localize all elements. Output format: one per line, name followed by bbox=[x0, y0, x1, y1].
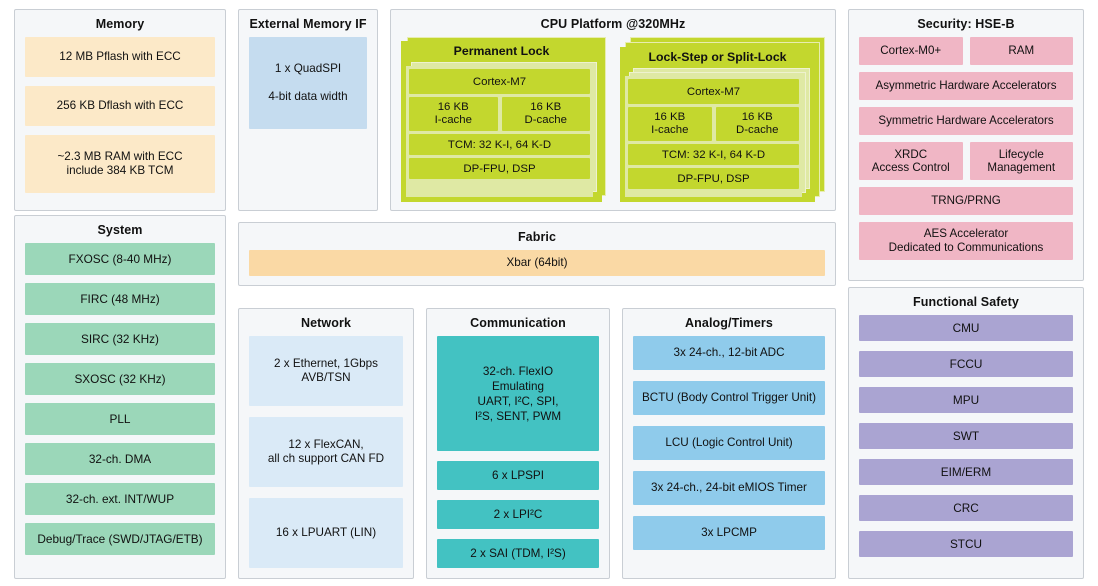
analog-block-list: 3x 24-ch., 12-bit ADC BCTU (Body Control… bbox=[633, 336, 825, 570]
security-block-asymmetric-accelerators[interactable]: Asymmetric Hardware Accelerators bbox=[859, 72, 1073, 100]
panel-title-security: Security: HSE-B bbox=[917, 17, 1015, 31]
safety-block-eim-erm[interactable]: EIM/ERM bbox=[859, 459, 1073, 485]
security-block-xrdc-access-control[interactable]: XRDC Access Control bbox=[859, 142, 963, 180]
extmem-block-quadspi[interactable]: 1 x QuadSPI 4-bit data width bbox=[249, 37, 367, 129]
communication-block-lpspi[interactable]: 6 x LPSPI bbox=[437, 461, 599, 490]
extmem-line-quadspi: 1 x QuadSPI bbox=[274, 62, 342, 75]
memory-block-pflash[interactable]: 12 MB Pflash with ECC bbox=[25, 37, 215, 77]
communication-block-flexio[interactable]: 32-ch. FlexIO Emulating UART, I²C, SPI, … bbox=[437, 336, 599, 451]
communication-block-list: 32-ch. FlexIO Emulating UART, I²C, SPI, … bbox=[437, 336, 599, 570]
core-inner-lock-step: Cortex-M7 16 KB I-cache 16 KB D-cache TC… bbox=[625, 76, 802, 197]
memory-block-list: 12 MB Pflash with ECC 256 KB Dflash with… bbox=[25, 37, 215, 202]
core-block-icache[interactable]: 16 KB I-cache bbox=[628, 107, 712, 141]
system-block-fxosc[interactable]: FXOSC (8-40 MHz) bbox=[25, 243, 215, 275]
network-block-list: 2 x Ethernet, 1Gbps AVB/TSN 12 x FlexCAN… bbox=[249, 336, 403, 570]
memory-block-dflash[interactable]: 256 KB Dflash with ECC bbox=[25, 86, 215, 126]
cpu-cluster-lock-step-split-lock[interactable]: Lock-Step or Split-Lock Cortex-M7 16 KB … bbox=[620, 37, 825, 202]
extmem-line-datawidth: 4-bit data width bbox=[268, 90, 348, 103]
analog-block-adc[interactable]: 3x 24-ch., 12-bit ADC bbox=[633, 336, 825, 370]
security-block-lifecycle-management[interactable]: Lifecycle Management bbox=[969, 142, 1073, 180]
fabric-block-xbar[interactable]: Xbar (64bit) bbox=[249, 250, 825, 276]
core-cache-row: 16 KB I-cache 16 KB D-cache bbox=[628, 107, 799, 141]
panel-title-external-memory-if: External Memory IF bbox=[249, 17, 367, 31]
security-block-trng-prng[interactable]: TRNG/PRNG bbox=[859, 187, 1073, 215]
safety-block-swt[interactable]: SWT bbox=[859, 423, 1073, 449]
safety-block-fccu[interactable]: FCCU bbox=[859, 351, 1073, 377]
communication-block-lpi2c[interactable]: 2 x LPI²C bbox=[437, 500, 599, 529]
analog-block-lpcmp[interactable]: 3x LPCMP bbox=[633, 516, 825, 550]
safety-block-crc[interactable]: CRC bbox=[859, 495, 1073, 521]
system-block-ext-int-wup[interactable]: 32-ch. ext. INT/WUP bbox=[25, 483, 215, 515]
core-cache-row: 16 KB I-cache 16 KB D-cache bbox=[409, 97, 590, 131]
safety-block-stcu[interactable]: STCU bbox=[859, 531, 1073, 557]
core-inner-permanent-lock: Cortex-M7 16 KB I-cache 16 KB D-cache TC… bbox=[406, 66, 593, 197]
memory-block-ram[interactable]: ~2.3 MB RAM with ECC include 384 KB TCM bbox=[25, 135, 215, 193]
panel-analog-timers: Analog/Timers 3x 24-ch., 12-bit ADC BCTU… bbox=[622, 308, 836, 579]
panel-system: System FXOSC (8-40 MHz) FIRC (48 MHz) SI… bbox=[14, 215, 226, 579]
security-block-symmetric-accelerators[interactable]: Symmetric Hardware Accelerators bbox=[859, 107, 1073, 135]
panel-functional-safety: Functional Safety CMU FCCU MPU SWT EIM/E… bbox=[848, 287, 1084, 579]
cluster-body: Permanent Lock Cortex-M7 16 KB I-cache 1… bbox=[401, 41, 602, 202]
network-block-lpuart[interactable]: 16 x LPUART (LIN) bbox=[249, 498, 403, 568]
safety-block-cmu[interactable]: CMU bbox=[859, 315, 1073, 341]
panel-fabric: Fabric Xbar (64bit) bbox=[238, 222, 836, 286]
panel-memory: Memory 12 MB Pflash with ECC 256 KB Dfla… bbox=[14, 9, 226, 211]
panel-security: Security: HSE-B Cortex-M0+ RAM Asymmetri… bbox=[848, 9, 1084, 281]
panel-communication: Communication 32-ch. FlexIO Emulating UA… bbox=[426, 308, 610, 579]
core-block-cortex-m7[interactable]: Cortex-M7 bbox=[409, 69, 590, 94]
security-block-cortex-m0plus[interactable]: Cortex-M0+ bbox=[859, 37, 963, 65]
core-block-dcache[interactable]: 16 KB D-cache bbox=[715, 107, 799, 141]
core-outer-lock-step: Cortex-M7 16 KB I-cache 16 KB D-cache TC… bbox=[625, 68, 810, 197]
core-block-icache[interactable]: 16 KB I-cache bbox=[409, 97, 498, 131]
panel-title-cpu-platform: CPU Platform @320MHz bbox=[540, 17, 686, 31]
analog-block-emios-timer[interactable]: 3x 24-ch., 24-bit eMIOS Timer bbox=[633, 471, 825, 505]
system-block-sirc[interactable]: SIRC (32 KHz) bbox=[25, 323, 215, 355]
panel-external-memory-if: External Memory IF 1 x QuadSPI 4-bit dat… bbox=[238, 9, 378, 211]
cluster-title-lock-step-split-lock: Lock-Step or Split-Lock bbox=[648, 50, 787, 64]
core-block-fpu-dsp[interactable]: DP-FPU, DSP bbox=[628, 168, 799, 189]
system-block-debug-trace[interactable]: Debug/Trace (SWD/JTAG/ETB) bbox=[25, 523, 215, 555]
cluster-title-permanent-lock: Permanent Lock bbox=[453, 44, 550, 58]
security-block-aes-accelerator[interactable]: AES Accelerator Dedicated to Communicati… bbox=[859, 222, 1073, 260]
analog-block-bctu[interactable]: BCTU (Body Control Trigger Unit) bbox=[633, 381, 825, 415]
panel-title-system: System bbox=[97, 223, 143, 237]
core-block-tcm[interactable]: TCM: 32 K-I, 64 K-D bbox=[628, 144, 799, 165]
system-block-list: FXOSC (8-40 MHz) FIRC (48 MHz) SIRC (32 … bbox=[25, 243, 215, 570]
system-block-firc[interactable]: FIRC (48 MHz) bbox=[25, 283, 215, 315]
system-block-pll[interactable]: PLL bbox=[25, 403, 215, 435]
security-row-xrdc-lifecycle: XRDC Access Control Lifecycle Management bbox=[859, 142, 1073, 180]
core-block-dcache[interactable]: 16 KB D-cache bbox=[501, 97, 590, 131]
analog-block-lcu[interactable]: LCU (Logic Control Unit) bbox=[633, 426, 825, 460]
safety-block-list: CMU FCCU MPU SWT EIM/ERM CRC STCU bbox=[859, 315, 1073, 570]
cpu-cluster-permanent-lock[interactable]: Permanent Lock Cortex-M7 16 KB I-cache 1… bbox=[401, 37, 606, 202]
panel-cpu-platform: CPU Platform @320MHz Permanent Lock Cort… bbox=[390, 9, 836, 211]
cluster-body: Lock-Step or Split-Lock Cortex-M7 16 KB … bbox=[620, 47, 815, 202]
panel-title-functional-safety: Functional Safety bbox=[913, 295, 1019, 309]
panel-title-analog-timers: Analog/Timers bbox=[685, 316, 773, 330]
core-block-cortex-m7[interactable]: Cortex-M7 bbox=[628, 79, 799, 104]
safety-block-mpu[interactable]: MPU bbox=[859, 387, 1073, 413]
cpu-cluster-row: Permanent Lock Cortex-M7 16 KB I-cache 1… bbox=[401, 37, 825, 202]
communication-block-sai[interactable]: 2 x SAI (TDM, I²S) bbox=[437, 539, 599, 568]
panel-network: Network 2 x Ethernet, 1Gbps AVB/TSN 12 x… bbox=[238, 308, 414, 579]
panel-title-fabric: Fabric bbox=[517, 230, 557, 244]
security-block-ram[interactable]: RAM bbox=[969, 37, 1073, 65]
core-outer-permanent-lock: Cortex-M7 16 KB I-cache 16 KB D-cache TC… bbox=[406, 62, 597, 197]
network-block-ethernet[interactable]: 2 x Ethernet, 1Gbps AVB/TSN bbox=[249, 336, 403, 406]
system-block-dma[interactable]: 32-ch. DMA bbox=[25, 443, 215, 475]
security-row-cpu-ram: Cortex-M0+ RAM bbox=[859, 37, 1073, 65]
core-block-tcm[interactable]: TCM: 32 K-I, 64 K-D bbox=[409, 134, 590, 155]
network-block-flexcan[interactable]: 12 x FlexCAN, all ch support CAN FD bbox=[249, 417, 403, 487]
panel-title-network: Network bbox=[300, 316, 352, 330]
panel-title-communication: Communication bbox=[470, 316, 566, 330]
core-block-fpu-dsp[interactable]: DP-FPU, DSP bbox=[409, 158, 590, 179]
panel-title-memory: Memory bbox=[95, 17, 145, 31]
system-block-sxosc[interactable]: SXOSC (32 KHz) bbox=[25, 363, 215, 395]
